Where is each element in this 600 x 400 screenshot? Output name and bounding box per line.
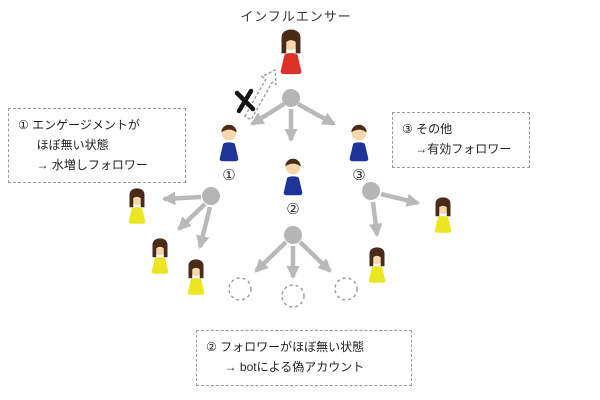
arrow-center-hub-1 <box>254 240 288 273</box>
follower-1-icon <box>219 124 239 162</box>
arrow-right-hub-2 <box>368 201 383 238</box>
diagram-title: インフルエンサー <box>240 9 352 24</box>
leaf-follower-icon-1 <box>128 188 146 224</box>
annotation-box-3-line-1: ③ その他 <box>402 122 453 136</box>
annotation-box-1-line-1: ① エンゲージメントが <box>18 118 140 132</box>
arrow-top-to-follower-1 <box>250 102 286 126</box>
follower-2-label: ② <box>286 201 300 218</box>
annotation-box-3: ③ その他 →有効フォロワー <box>392 112 530 168</box>
bot-account-circle-1 <box>228 277 252 301</box>
leaf-follower-icon-4 <box>434 197 452 233</box>
bot-account-placeholders <box>228 277 358 308</box>
hub-center <box>284 226 302 244</box>
arrow-right-hub-1 <box>380 191 421 207</box>
arrow-left-hub-2 <box>177 202 207 231</box>
arrow-center-hub-3 <box>298 240 332 273</box>
hub-right <box>362 182 380 200</box>
hub-nodes <box>202 89 380 244</box>
hub-top <box>282 89 300 107</box>
x-mark-icon <box>234 88 256 114</box>
influencer-icon <box>280 29 302 75</box>
arrow-left-hub-1 <box>161 191 202 206</box>
follower-3-icon <box>349 124 369 162</box>
annotation-box-3-line-2: →有効フォロワー <box>415 141 512 156</box>
leaf-follower-icon-3 <box>187 259 205 295</box>
bot-account-circle-2 <box>281 284 305 308</box>
bot-account-circle-3 <box>334 277 358 301</box>
arrow-top-to-follower-3 <box>296 102 336 126</box>
annotation-box-1-line-2: ほぼ無い状態 <box>36 137 109 152</box>
annotation-box-2-line-2: → botによる偽アカウント <box>224 359 365 374</box>
follower-2-icon <box>283 158 303 196</box>
follower-3-label: ③ <box>352 167 366 184</box>
annotation-box-2: ② フォロワーがほぼ無い状態 → botによる偽アカウント <box>196 330 412 386</box>
hub-left <box>202 187 220 205</box>
arrow-left-hub-3 <box>196 206 213 250</box>
annotation-box-1: ① エンゲージメントが ほぼ無い状態 → 水増しフォロワー <box>8 108 186 184</box>
arrows <box>161 102 421 280</box>
leaf-follower-icon-2 <box>151 238 169 274</box>
annotation-box-2-line-1: ② フォロワーがほぼ無い状態 <box>206 340 365 354</box>
annotation-box-1-line-3: → 水増しフォロワー <box>36 157 148 172</box>
follower-1-label: ① <box>222 167 236 184</box>
leaf-follower-icon-5 <box>368 247 386 283</box>
